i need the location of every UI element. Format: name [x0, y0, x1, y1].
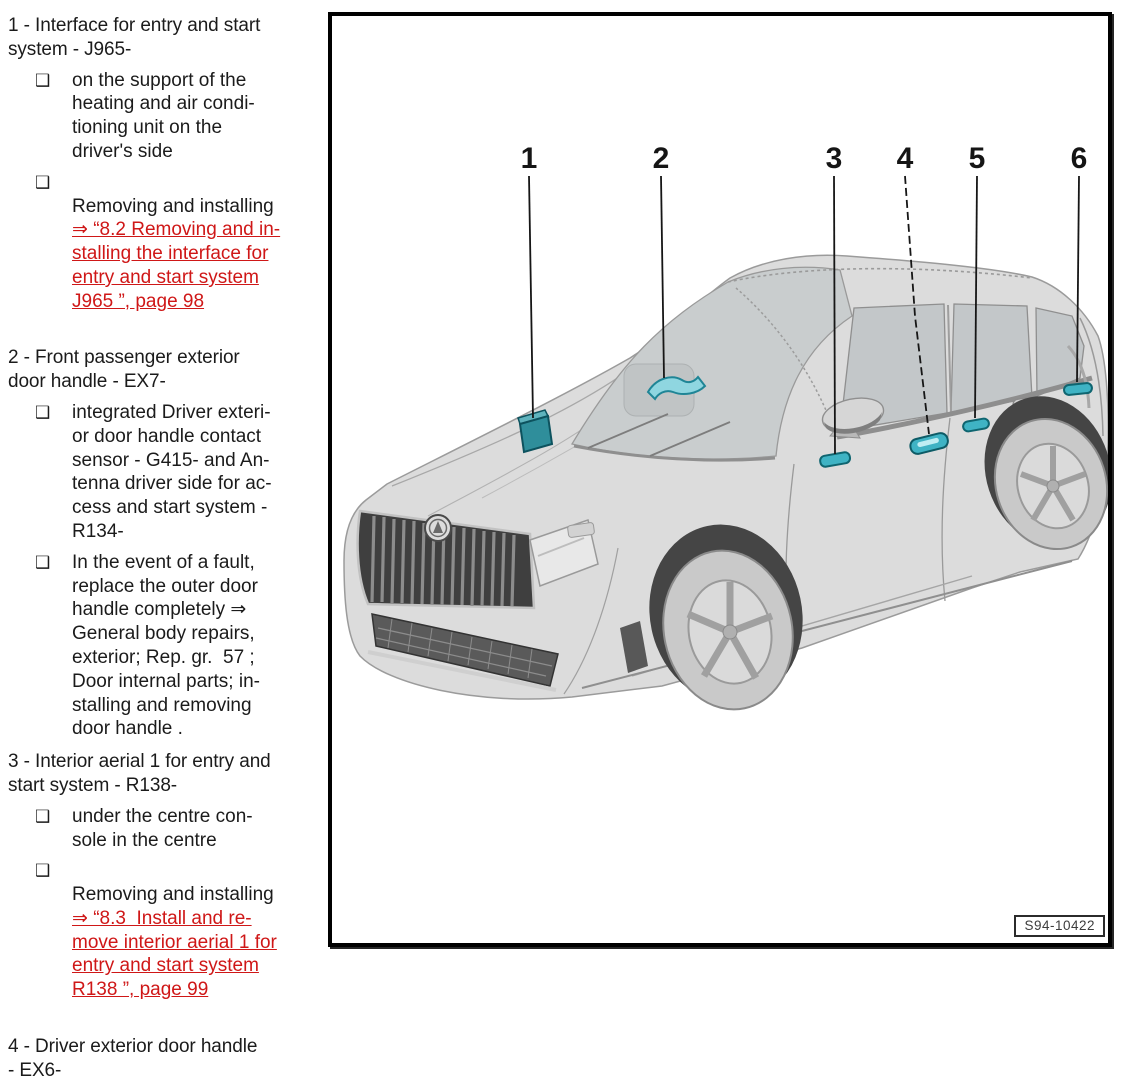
wipers	[587, 413, 731, 457]
bullet-text: integrated Driver exteri- or door handle…	[72, 401, 272, 542]
legend-item-1-title: 1 - Interface for entry and start system…	[8, 15, 261, 60]
legend-item-4-title: 4 - Driver exterior door handle - EX6-	[8, 1035, 258, 1081]
bullet-text: under the centre con- sole in the centre	[72, 805, 253, 851]
bonnet-sensor	[567, 522, 595, 538]
roof-channel	[727, 267, 1033, 283]
legend-bullet: ❑ on the support of the heating and air …	[8, 69, 328, 164]
leader-lines	[528, 175, 1080, 455]
link-ref-8-3[interactable]: ⇒ “8.3 Install and re- move interior aer…	[72, 907, 277, 1001]
component-4-driver-door-handle-EX6	[909, 432, 949, 455]
figure-panel: 1 2 3 4 5 6 S94-10422	[328, 12, 1112, 947]
bullet-lead-text: Removing and installing	[72, 195, 274, 217]
callout-number-4: 4	[897, 142, 914, 175]
leader-line-5	[974, 175, 978, 419]
legend-item-2-title: 2 - Front passenger exterior door handle…	[8, 347, 240, 393]
callout-number-3: 3	[826, 142, 843, 175]
callout-number-2: 2	[653, 142, 670, 175]
checkbox-bullet-icon: ❑	[35, 552, 51, 572]
bullet-text: In the event of a fault, replace the out…	[72, 551, 260, 740]
lower-grille-mesh	[367, 613, 559, 692]
component-2-door-handle-EX7-sensor	[646, 375, 707, 401]
legend-item-1: 1 - Interface for entry and start system…	[8, 14, 328, 337]
bumper-seam	[563, 547, 619, 695]
legend-bullet: ❑ Removing and installing ⇒ “8.3 Install…	[8, 859, 328, 1026]
bumper-side-inlet	[620, 621, 648, 673]
bullet-text: on the support of the heating and air co…	[72, 69, 255, 162]
leader-line-6	[1076, 175, 1080, 383]
legend-item-3-title: 3 - Interior aerial 1 for entry and star…	[8, 751, 271, 796]
legend-bullet: ❑ Removing and installing ⇒ “8.2 Removin…	[8, 171, 328, 338]
callout-numbers: 1 2 3 4 5 6	[521, 142, 1088, 175]
rear-wheel	[984, 396, 1108, 551]
checkbox-bullet-icon: ❑	[35, 402, 51, 422]
leader-line-4	[904, 175, 930, 435]
legend-item-4: 4 - Driver exterior door handle - EX6-	[8, 1035, 328, 1082]
component-3-interior-aerial-R138	[819, 451, 852, 468]
legend-item-3: 3 - Interior aerial 1 for entry and star…	[8, 750, 328, 1026]
legend-bullet: ❑ In the event of a fault, replace the o…	[8, 551, 328, 741]
legend-column: 1 - Interface for entry and start system…	[8, 0, 328, 1082]
bullet-lead-text: Removing and installing	[72, 884, 274, 906]
sill-shadow	[581, 560, 1073, 689]
checkbox-bullet-icon: ❑	[35, 172, 51, 192]
leader-line-3	[833, 175, 836, 455]
side-mirror	[821, 397, 885, 439]
callout-number-1: 1	[521, 142, 538, 175]
component-1-interface-J965	[517, 409, 554, 454]
leader-line-2	[660, 175, 665, 379]
component-5-aerial	[962, 417, 990, 433]
checkbox-bullet-icon: ❑	[35, 861, 51, 881]
callout-number-5: 5	[969, 142, 986, 175]
car-illustration: 1 2 3 4 5 6	[343, 142, 1108, 711]
callout-number-6: 6	[1071, 142, 1088, 175]
leader-line-1	[528, 175, 534, 419]
b-pillar	[947, 304, 952, 414]
a-pillar-seam	[735, 287, 835, 431]
checkbox-bullet-icon: ❑	[35, 70, 51, 90]
component-6-aerial	[1063, 382, 1093, 396]
quarter-window	[1035, 307, 1085, 397]
legend-bullet: ❑ under the centre con- sole in the cent…	[8, 805, 328, 853]
bullet-text: Removing and installing ⇒ “8.3 Install a…	[72, 859, 328, 1026]
rear-light	[1066, 344, 1091, 409]
bullet-text: Removing and installing ⇒ “8.2 Removing …	[72, 171, 328, 338]
legend-item-2: 2 - Front passenger exterior door handle…	[8, 346, 328, 741]
checkbox-bullet-icon: ❑	[35, 806, 51, 826]
front-grille	[356, 509, 536, 610]
front-wheel	[649, 524, 803, 711]
cowl-band	[573, 444, 776, 462]
link-ref-8-2[interactable]: ⇒ “8.2 Removing and in- stalling the int…	[72, 219, 281, 312]
tailgate-edge	[1079, 317, 1104, 437]
skoda-badge-icon	[424, 514, 452, 542]
figure-id-label: S94-10422	[1014, 915, 1105, 937]
legend-bullet: ❑ integrated Driver exteri- or door hand…	[8, 401, 328, 544]
beltline	[836, 375, 1093, 440]
